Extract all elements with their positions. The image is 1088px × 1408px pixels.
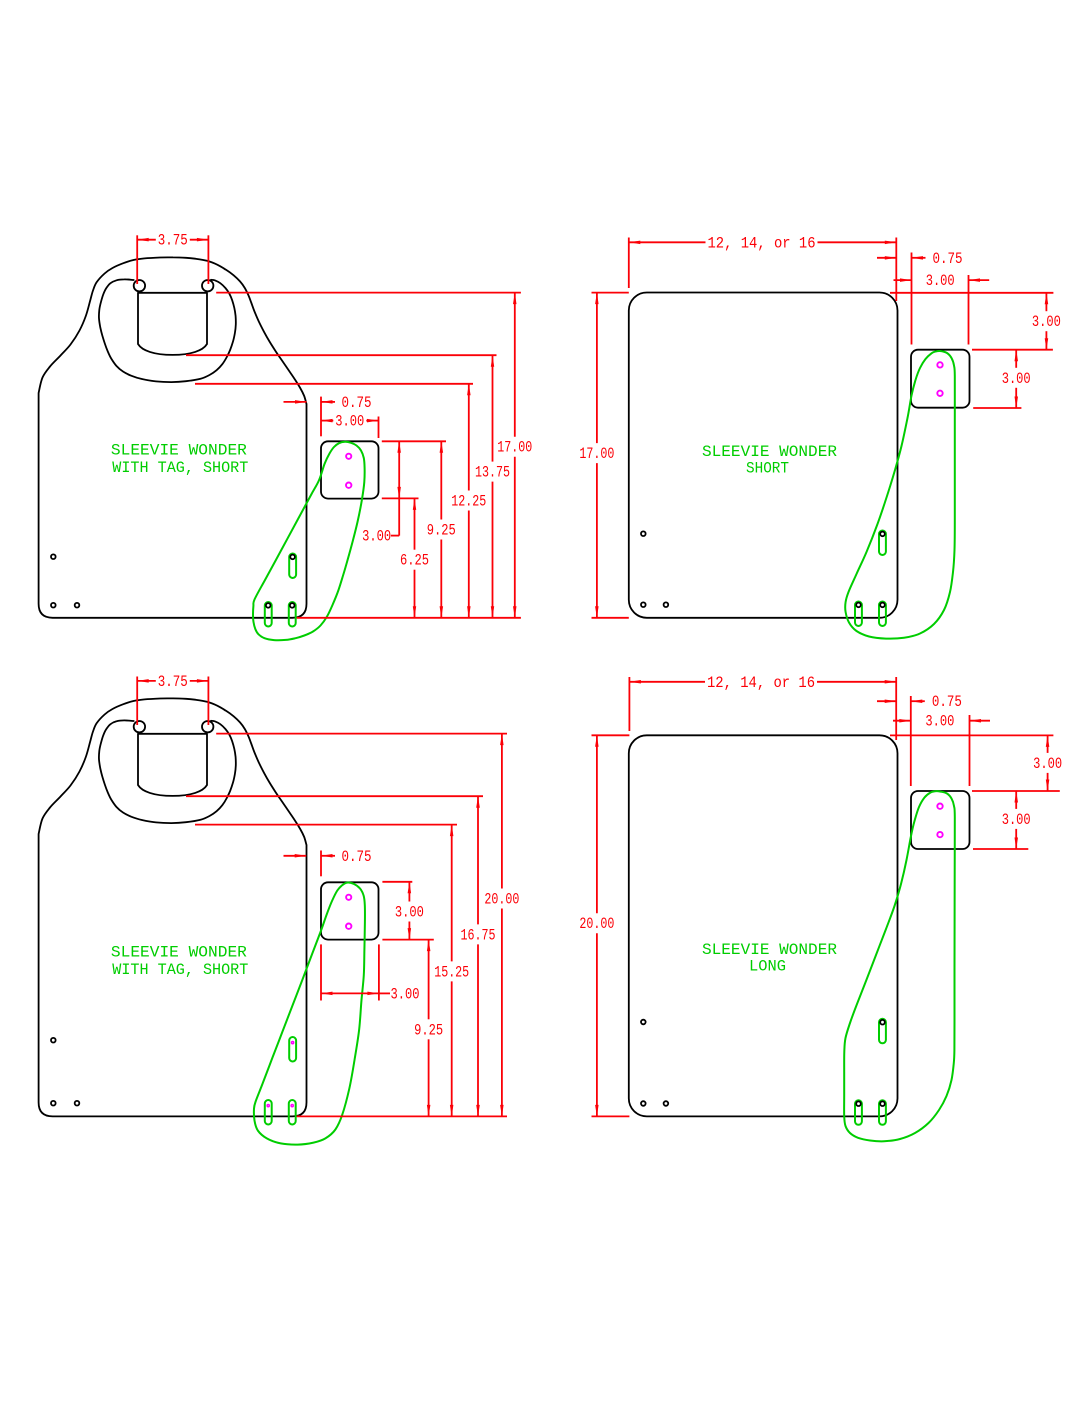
svg-text:0.75: 0.75	[932, 693, 962, 711]
svg-text:15.25: 15.25	[434, 963, 469, 981]
svg-text:17.00: 17.00	[497, 439, 532, 457]
svg-text:SLEEVIE WONDER: SLEEVIE WONDER	[702, 941, 837, 959]
svg-text:3.00: 3.00	[335, 413, 364, 431]
svg-text:SLEEVIE WONDER: SLEEVIE WONDER	[111, 944, 247, 962]
svg-text:SHORT: SHORT	[746, 460, 789, 478]
svg-text:12, 14, or 16: 12, 14, or 16	[707, 674, 815, 692]
svg-text:3.75: 3.75	[158, 232, 188, 250]
svg-text:0.75: 0.75	[342, 394, 372, 412]
svg-text:16.75: 16.75	[461, 926, 496, 944]
svg-text:SLEEVIE WONDER: SLEEVIE WONDER	[702, 443, 837, 461]
svg-text:3.00: 3.00	[391, 985, 420, 1003]
svg-text:3.00: 3.00	[362, 528, 391, 546]
svg-text:WITH TAG, SHORT: WITH TAG, SHORT	[112, 961, 248, 979]
svg-text:3.00: 3.00	[395, 904, 424, 922]
svg-text:LONG: LONG	[749, 958, 786, 976]
svg-text:6.25: 6.25	[400, 552, 429, 570]
svg-text:17.00: 17.00	[579, 445, 614, 463]
svg-text:12.25: 12.25	[451, 493, 486, 511]
svg-text:12, 14, or 16: 12, 14, or 16	[708, 234, 816, 252]
svg-text:0.75: 0.75	[933, 250, 963, 268]
svg-text:3.00: 3.00	[926, 272, 955, 290]
svg-text:SLEEVIE WONDER: SLEEVIE WONDER	[111, 442, 247, 460]
svg-text:0.75: 0.75	[342, 848, 372, 866]
svg-text:3.00: 3.00	[1002, 370, 1031, 388]
svg-text:3.00: 3.00	[1002, 811, 1031, 829]
svg-text:13.75: 13.75	[475, 464, 510, 482]
svg-text:20.00: 20.00	[579, 915, 614, 933]
svg-text:3.00: 3.00	[1033, 755, 1062, 773]
svg-text:3.75: 3.75	[158, 673, 188, 691]
svg-text:9.25: 9.25	[427, 522, 456, 540]
svg-text:3.00: 3.00	[925, 713, 954, 731]
svg-text:20.00: 20.00	[484, 891, 519, 909]
svg-text:WITH TAG, SHORT: WITH TAG, SHORT	[112, 459, 248, 477]
svg-text:9.25: 9.25	[414, 1021, 443, 1039]
svg-text:3.00: 3.00	[1032, 313, 1061, 331]
